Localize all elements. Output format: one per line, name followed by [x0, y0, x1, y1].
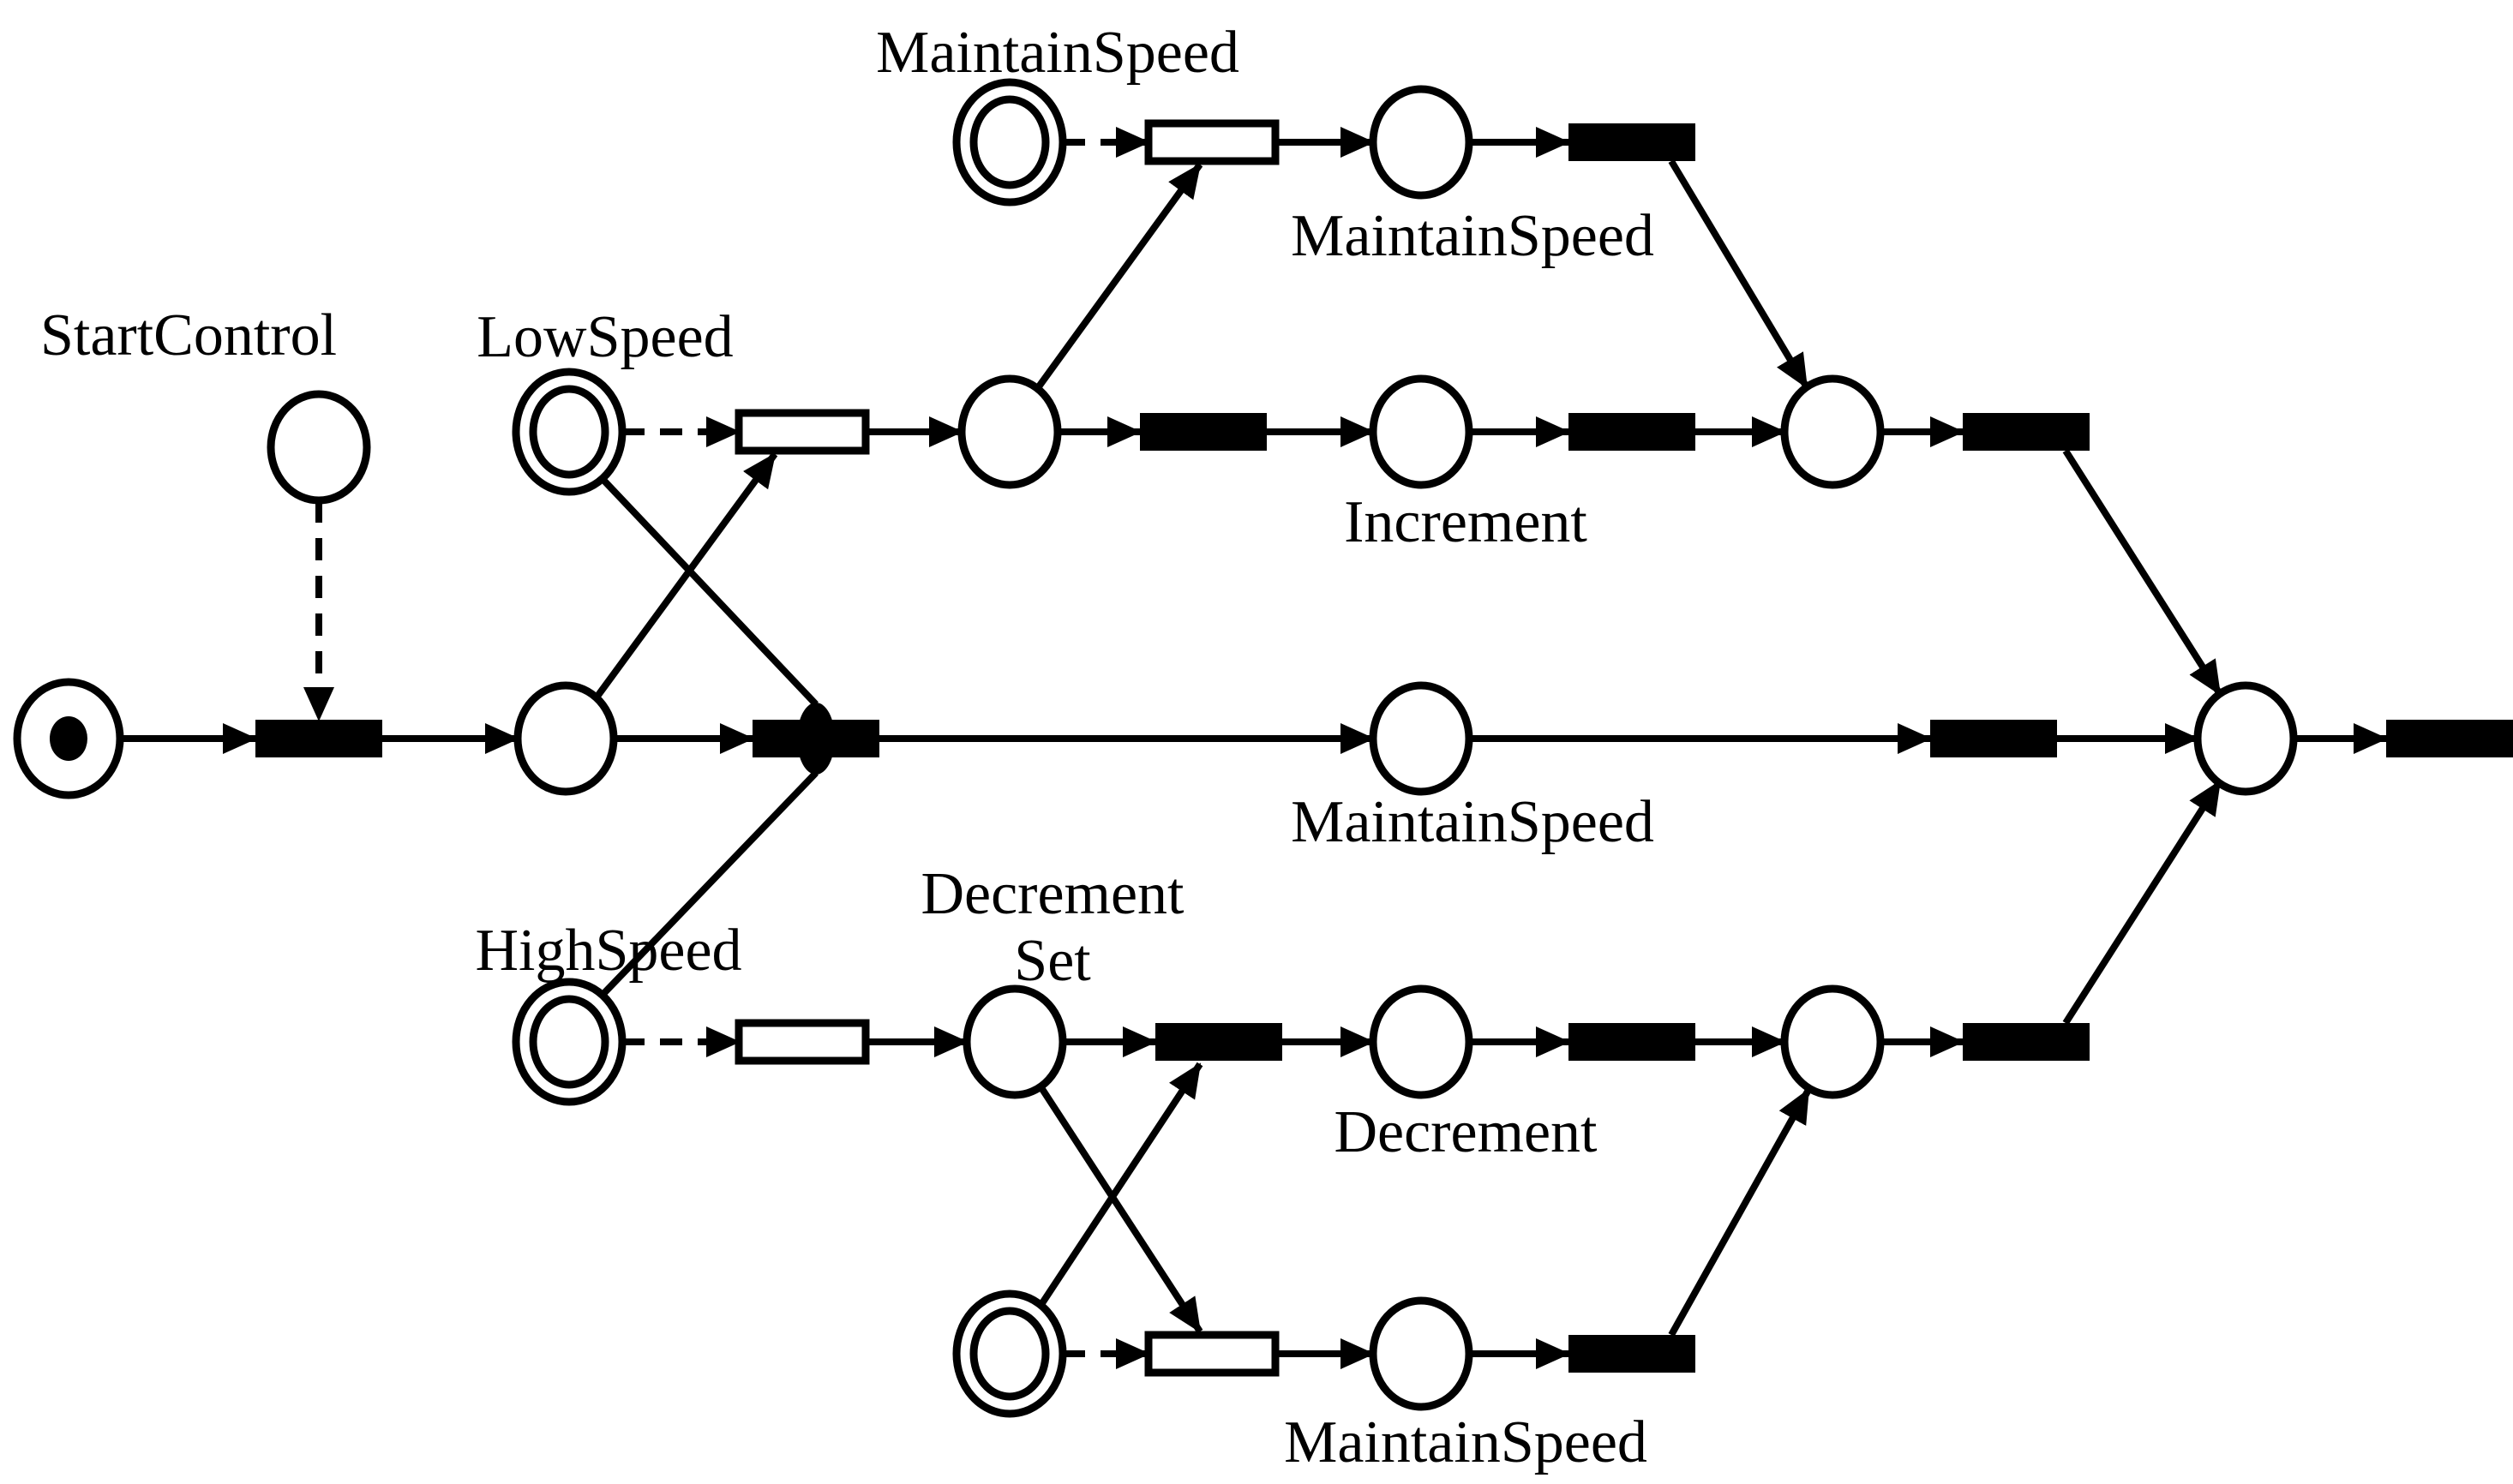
place-circle	[1780, 984, 1885, 1099]
t-end	[2386, 720, 2513, 757]
t-ms-top-trigger	[1144, 119, 1280, 165]
p-high-speed	[512, 978, 627, 1106]
arc-p-dec-set-to-t-ms-bot-trigger	[1037, 1084, 1203, 1334]
p-dec-3	[1780, 984, 1885, 1099]
token-dot	[50, 716, 87, 761]
inner-circle	[529, 995, 609, 1089]
t-fork	[753, 703, 879, 775]
t-high-trigger	[735, 1019, 870, 1065]
p-start	[13, 678, 124, 799]
p-join	[2193, 681, 2298, 796]
place-circle	[1369, 85, 1473, 200]
p-ms-bot	[1369, 1296, 1473, 1411]
arc-p-ms-bot-signal-to-t-dec-1	[1037, 1062, 1203, 1308]
transition-bar	[735, 409, 870, 455]
t-inc-2	[1568, 413, 1695, 451]
t-ms-top-exit	[1568, 123, 1695, 161]
p-dec-set	[963, 984, 1067, 1099]
label-start-control: StartControl	[40, 302, 337, 368]
p-increment	[1369, 374, 1473, 489]
arc-t-inc-3-to-p-join	[2062, 448, 2223, 697]
transition-bar	[1144, 1331, 1280, 1377]
p-inc-3	[1780, 374, 1885, 489]
transition-bar	[255, 720, 382, 757]
place-circle	[1369, 984, 1473, 1099]
nodes-layer	[13, 78, 2513, 1418]
p-maintain-mid	[1369, 681, 1473, 796]
t-ms-bot-trigger	[1144, 1331, 1280, 1377]
transition-bar	[735, 1019, 870, 1065]
p-ms-bot-signal	[952, 1290, 1067, 1418]
arc-t-ms-bot-exit-to-p-dec-3	[1668, 1088, 1812, 1337]
arc-t-dec-3-to-p-join	[2062, 779, 2223, 1026]
place-circle	[1369, 681, 1473, 796]
t-inc-1	[1140, 413, 1267, 451]
p-ready	[513, 681, 618, 796]
place-circle	[2193, 681, 2298, 796]
arc-p-ready-to-t-low-trigger	[593, 452, 778, 700]
transition-bar	[1568, 413, 1695, 451]
transition-bar	[1140, 413, 1267, 451]
inner-circle	[529, 385, 609, 479]
arc-p-low-speed-to-t-fork	[599, 476, 819, 707]
transition-bar	[2386, 720, 2513, 757]
t-dec-3	[1963, 1023, 2090, 1061]
label-low-speed: LowSpeed	[477, 304, 733, 370]
place-circle	[1369, 374, 1473, 489]
place-circle	[963, 984, 1067, 1099]
t-start	[255, 720, 382, 757]
place-circle	[267, 390, 371, 505]
label-decrement-set-2: Set	[1014, 928, 1091, 994]
label-maintain-speed-top: MaintainSpeed	[876, 20, 1239, 86]
p-decrement	[1369, 984, 1473, 1099]
transition-bar	[1963, 413, 2090, 451]
label-maintain-speed-bot: MaintainSpeed	[1284, 1409, 1647, 1475]
transition-bar	[1568, 1023, 1695, 1061]
p-ms-top-signal	[952, 78, 1067, 206]
transition-bar	[1155, 1023, 1282, 1061]
place-circle	[1369, 1296, 1473, 1411]
p-ms-top	[1369, 85, 1473, 200]
transition-bar	[1568, 123, 1695, 161]
transition-bar	[1930, 720, 2057, 757]
label-decrement-set-1: Decrement	[921, 861, 1185, 927]
t-dec-2	[1568, 1023, 1695, 1061]
inner-circle	[969, 95, 1050, 189]
p-low-speed	[512, 368, 627, 496]
place-circle	[513, 681, 618, 796]
place-circle	[957, 374, 1062, 489]
t-dec-1	[1155, 1023, 1282, 1061]
arc-p-inc-entry-to-t-ms-top-trigger	[1034, 162, 1203, 392]
inner-circle	[969, 1307, 1050, 1401]
place-circle	[1780, 374, 1885, 489]
label-increment: Increment	[1344, 489, 1587, 555]
label-maintain-speed-a: MaintainSpeed	[1291, 203, 1654, 269]
fork-dot	[797, 703, 835, 775]
label-decrement: Decrement	[1334, 1099, 1598, 1165]
arc-t-ms-top-exit-to-p-inc-3	[1668, 159, 1810, 390]
label-maintain-speed-mid: MaintainSpeed	[1291, 789, 1654, 855]
transition-bar	[1144, 119, 1280, 165]
t-low-trigger	[735, 409, 870, 455]
label-high-speed: HighSpeed	[475, 918, 741, 984]
transition-bar	[1568, 1335, 1695, 1373]
edges-layer	[120, 127, 2388, 1369]
p-inc-entry	[957, 374, 1062, 489]
t-inc-3	[1963, 413, 2090, 451]
t-mid-exit	[1930, 720, 2057, 757]
t-ms-bot-exit	[1568, 1335, 1695, 1373]
transition-bar	[1963, 1023, 2090, 1061]
arc-p-high-speed-to-t-fork	[599, 770, 819, 998]
p-start-control	[267, 390, 371, 505]
